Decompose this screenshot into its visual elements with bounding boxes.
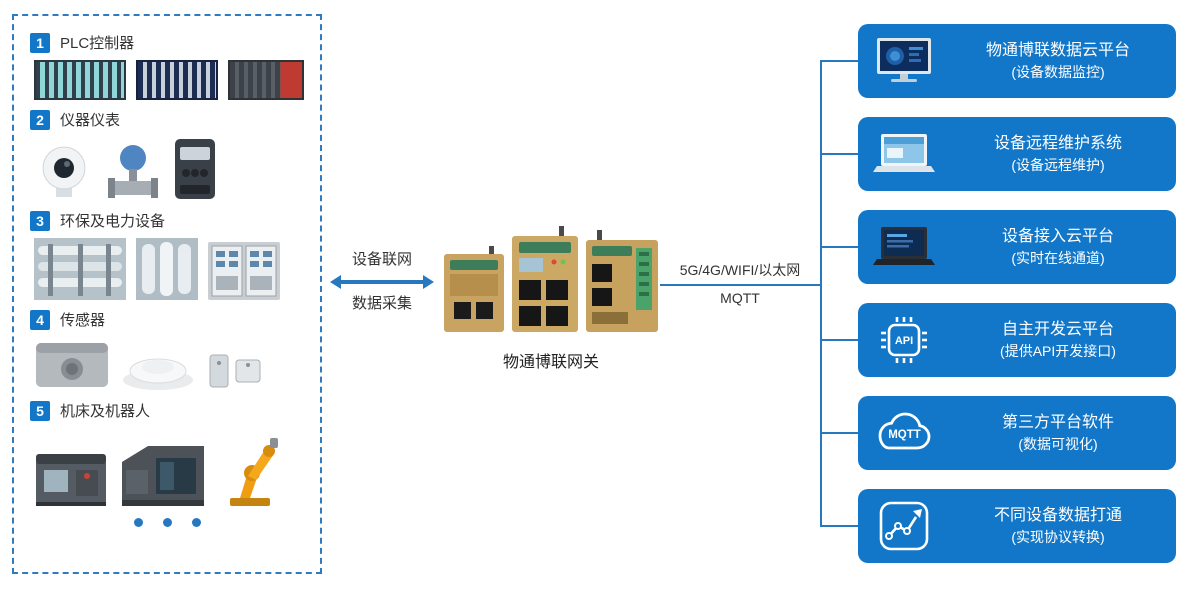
machine-tool-image-2 [122, 446, 204, 506]
platform-subtitle: (设备远程维护) [1011, 157, 1105, 173]
monitor-dashboard-icon [858, 37, 950, 85]
sensor-images-row [34, 337, 304, 391]
power-plant-image [136, 238, 198, 300]
category-2-number-badge: 2 [30, 109, 50, 130]
platform-title: 设备远程维护系统 [993, 135, 1122, 152]
industrial-pipes-image [34, 238, 126, 300]
connector-line-4 [820, 339, 858, 341]
connector-line-5 [820, 432, 858, 434]
line-chart-icon [858, 500, 950, 552]
box-sensor-image [36, 343, 108, 387]
connector-line-1 [820, 60, 858, 62]
category-2-header: 2 仪器仪表 [30, 109, 304, 130]
platform-box-text: 第三方平台软件 (数据可视化) [950, 412, 1176, 454]
valve-image [108, 145, 158, 198]
platform-box-text: 自主开发云平台 (提供API开发接口) [950, 319, 1176, 361]
platform-title: 不同设备数据打通 [993, 507, 1122, 524]
category-5-number-badge: 5 [30, 400, 50, 421]
ellipsis-dot [191, 518, 201, 527]
ellipsis-dot [162, 518, 172, 527]
mqtt-icon-text: MQTT [888, 429, 921, 441]
category-3-number-badge: 3 [30, 210, 50, 231]
arrow-shaft [339, 280, 425, 284]
platform-subtitle: (提供API开发接口) [1000, 343, 1116, 359]
platform-box-remote-maintenance: 设备远程维护系统 (设备远程维护) [858, 117, 1176, 191]
ellipsis-dot [133, 518, 143, 527]
category-4-header: 4 传感器 [30, 309, 304, 330]
platform-box-device-access: 设备接入云平台 (实时在线通道) [858, 210, 1176, 284]
double-headed-arrow [330, 275, 434, 289]
environment-equipment-images-row [34, 238, 304, 300]
arrow-left-head [330, 275, 341, 289]
plc-rack-image-1 [34, 60, 126, 100]
platform-box-data-cloud: 物通博联数据云平台 (设备数据监控) [858, 24, 1176, 98]
category-2-label: 仪器仪表 [60, 112, 121, 129]
gateway-devices-image [444, 226, 658, 332]
category-3-header: 3 环保及电力设备 [30, 210, 304, 231]
platform-title: 物通博联数据云平台 [985, 42, 1130, 59]
link-label-network-types: 5G/4G/WIFI/以太网 [679, 262, 801, 278]
platform-box-text: 物通博联数据云平台 (设备数据监控) [950, 40, 1176, 82]
api-icon-text: API [895, 335, 913, 347]
platform-box-text: 不同设备数据打通 (实现协议转换) [950, 505, 1176, 547]
platform-title: 第三方平台软件 [1001, 414, 1114, 431]
platform-box-data-bridge: 不同设备数据打通 (实现协议转换) [858, 489, 1176, 563]
smoke-detector-image [123, 358, 193, 390]
platform-title: 自主开发云平台 [1001, 321, 1114, 338]
platform-subtitle: (数据可视化) [1018, 436, 1098, 452]
device-gateway-link: 设备联网 数据采集 [328, 250, 436, 314]
door-sensor-image [209, 354, 261, 388]
platform-box-text: 设备远程维护系统 (设备远程维护) [950, 133, 1176, 175]
link-label-data-collect: 数据采集 [351, 295, 412, 312]
category-4-label: 传感器 [60, 312, 106, 329]
connector-line-3 [820, 246, 858, 248]
plc-images-row [34, 60, 304, 100]
category-5-header: 5 机床及机器人 [30, 400, 304, 421]
plc-rack-image-2 [136, 60, 218, 100]
instrument-images-row [34, 137, 304, 201]
platform-subtitle: (设备数据监控) [1011, 64, 1105, 80]
power-meter-image [175, 139, 215, 199]
laptop-cloud-icon [858, 225, 950, 269]
gateway-cloud-line [660, 284, 822, 286]
connector-line-6 [820, 525, 858, 527]
link-label-mqtt: MQTT [720, 290, 760, 306]
platform-box-api-platform: API 自主开发云平台 (提供API开发接口) [858, 303, 1176, 377]
platform-box-text: 设备接入云平台 (实时在线通道) [950, 226, 1176, 268]
platform-subtitle: (实现协议转换) [1011, 529, 1105, 545]
category-5-label: 机床及机器人 [60, 403, 151, 420]
device-categories-panel: 1 PLC控制器 2 仪器仪表 [12, 14, 322, 574]
platform-subtitle: (实时在线通道) [1011, 250, 1105, 266]
more-devices-ellipsis [30, 518, 304, 527]
camera-image [42, 146, 86, 197]
link-label-networking: 设备联网 [351, 251, 412, 268]
arrow-right-head [423, 275, 434, 289]
mqtt-cloud-icon: MQTT [858, 410, 950, 456]
vertical-bus-line [820, 61, 822, 526]
plc-rack-image-3 [228, 60, 304, 100]
platform-title: 设备接入云平台 [1001, 228, 1114, 245]
platform-box-third-party: MQTT 第三方平台软件 (数据可视化) [858, 396, 1176, 470]
category-1-label: PLC控制器 [60, 35, 135, 52]
electric-cabinet-image [208, 242, 280, 300]
machine-robot-images-row [34, 428, 304, 508]
robot-arm-image [230, 438, 278, 506]
category-1-header: 1 PLC控制器 [30, 32, 304, 53]
connector-line-2 [820, 153, 858, 155]
laptop-web-icon [858, 132, 950, 176]
api-chip-icon: API [858, 314, 950, 366]
category-3-label: 环保及电力设备 [60, 213, 166, 230]
machine-tool-image-1 [36, 454, 106, 506]
category-4-number-badge: 4 [30, 309, 50, 330]
gateway-label: 物通博联网关 [502, 354, 599, 371]
category-1-number-badge: 1 [30, 32, 50, 53]
